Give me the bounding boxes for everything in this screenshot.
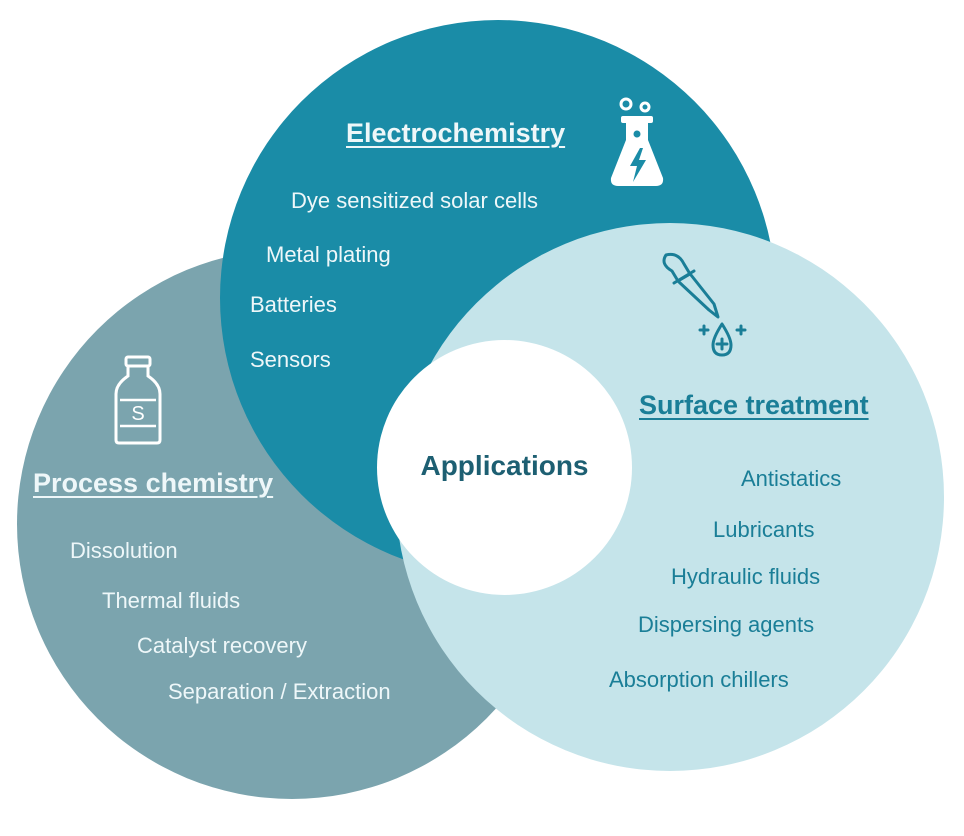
surface-treatment-item: Hydraulic fluids [671, 564, 821, 589]
bottle-letter: S [131, 403, 144, 425]
surface-treatment-item: Lubricants [713, 517, 815, 542]
electrochemistry-title: Electrochemistry [346, 118, 566, 148]
process-chemistry-item: Separation / Extraction [168, 679, 391, 704]
process-chemistry-title: Process chemistry [33, 468, 274, 498]
surface-treatment-item: Absorption chillers [609, 667, 789, 692]
process-chemistry-item: Catalyst recovery [137, 633, 307, 658]
surface-treatment-item: Antistatics [741, 466, 842, 491]
center-circle [377, 340, 632, 595]
process-chemistry-item: Dissolution [70, 538, 178, 563]
flask-lightning-icon [610, 97, 664, 186]
surface-treatment-title: Surface treatment [639, 390, 869, 420]
electrochemistry-item: Batteries [250, 292, 337, 317]
surface-treatment-item: Dispersing agents [638, 612, 815, 637]
electrochemistry-item: Dye sensitized solar cells [291, 188, 538, 213]
applications-label: Applications [420, 450, 589, 481]
process-chemistry-item: Thermal fluids [102, 588, 241, 613]
electrochemistry-item: Sensors [250, 347, 331, 372]
electrochemistry-item: Metal plating [266, 242, 391, 267]
dropper-icon [662, 252, 747, 357]
bottle-icon: S [114, 355, 162, 445]
